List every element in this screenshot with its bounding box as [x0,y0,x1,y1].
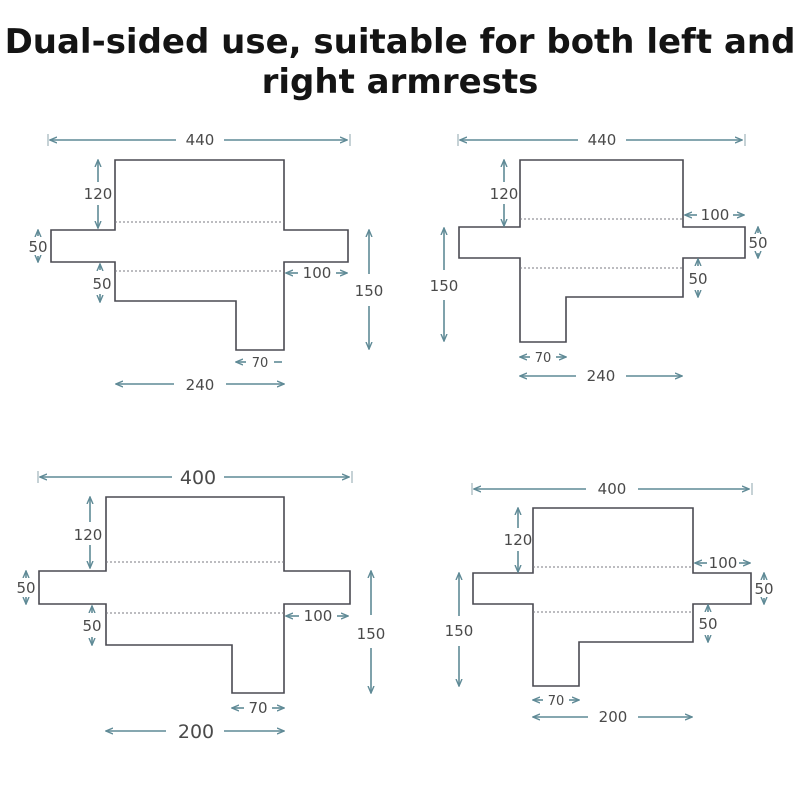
dimension-bottom-width: 200 [533,708,692,726]
label-arm-length: 100 [701,206,730,224]
cover-outline [472,507,752,687]
label-seat-height: 50 [82,617,101,635]
headline-line-1: Dual-sided use, suitable for both left a… [4,22,796,62]
dimension-arm-height: 50 [754,573,774,604]
label-bottom-width: 200 [599,708,628,726]
label-seat-height: 50 [92,275,111,293]
dimension-seat-height: 50 [688,259,708,297]
label-total-height: 150 [355,282,384,300]
label-width-top: 400 [180,467,216,489]
dimension-seat-height: 50 [82,606,102,645]
label-width-top: 440 [588,131,617,149]
dimension-skirt-width: 70 [236,356,282,371]
dimension-arm-height: 50 [16,571,36,604]
dimension-back-height: 120 [504,508,533,572]
label-back-height: 120 [74,526,103,544]
label-skirt-width: 70 [252,356,269,371]
label-bottom-width: 200 [178,721,214,743]
dimension-skirt-width: 70 [232,699,284,717]
label-arm-length: 100 [304,607,333,625]
dimension-width-top: 400 [37,467,353,489]
dimension-skirt-width: 70 [520,351,566,366]
label-seat-height: 50 [688,270,707,288]
dimension-arm-length: 100 [685,206,744,224]
dimension-seat-height: 50 [92,264,112,302]
label-arm-length: 100 [303,264,332,282]
label-skirt-width: 70 [248,699,267,717]
dimension-bottom-width: 240 [116,376,284,394]
dimension-total-height: 150 [355,230,384,349]
label-arm-height: 50 [16,579,35,597]
dimension-arm-height: 50 [28,230,48,262]
dimension-arm-length: 100 [286,607,348,625]
label-width-top: 440 [186,131,215,149]
dimension-back-height: 120 [74,497,103,568]
cover-outline [38,496,351,694]
label-back-height: 120 [504,531,533,549]
diagram-top-right: 440 120 100 50 150 [430,131,768,385]
diagram-bottom-right: 400 120 100 50 150 [445,480,774,726]
cover-outline [458,159,746,343]
dimension-total-height: 150 [357,571,386,693]
label-total-height: 150 [445,622,474,640]
dimension-arm-length: 100 [695,554,750,572]
label-back-height: 120 [490,185,519,203]
cover-outline [50,159,349,351]
dimension-seat-height: 50 [698,605,718,642]
dimension-bottom-width: 240 [520,367,682,385]
dimension-arm-length: 100 [286,264,347,282]
label-arm-length: 100 [709,554,738,572]
dimension-width-top: 440 [47,131,351,149]
label-total-height: 150 [357,625,386,643]
headline: Dual-sided use, suitable for both left a… [0,22,800,102]
diagram-bottom-left: 400 120 50 50 100 [16,467,385,743]
label-width-top: 400 [598,480,627,498]
label-bottom-width: 240 [587,367,616,385]
dimension-width-top: 440 [457,131,746,149]
headline-line-2: right armrests [261,62,539,102]
label-skirt-width: 70 [535,351,552,366]
label-arm-height: 50 [28,238,47,256]
label-arm-height: 50 [754,580,773,598]
label-seat-height: 50 [698,615,717,633]
dimension-back-height: 120 [84,160,113,228]
dimension-arm-height: 50 [748,227,768,258]
dimension-bottom-width: 200 [106,721,284,743]
label-bottom-width: 240 [186,376,215,394]
label-skirt-width: 70 [548,694,565,709]
dimension-total-height: 150 [430,228,459,341]
diagram-top-left: 440 120 50 50 100 [28,131,383,394]
dimension-back-height: 120 [490,160,519,226]
dimension-width-top: 400 [471,480,753,498]
dimension-skirt-width: 70 [533,694,579,709]
dimension-total-height: 150 [445,573,474,686]
label-back-height: 120 [84,185,113,203]
label-total-height: 150 [430,277,459,295]
label-arm-height: 50 [748,234,767,252]
